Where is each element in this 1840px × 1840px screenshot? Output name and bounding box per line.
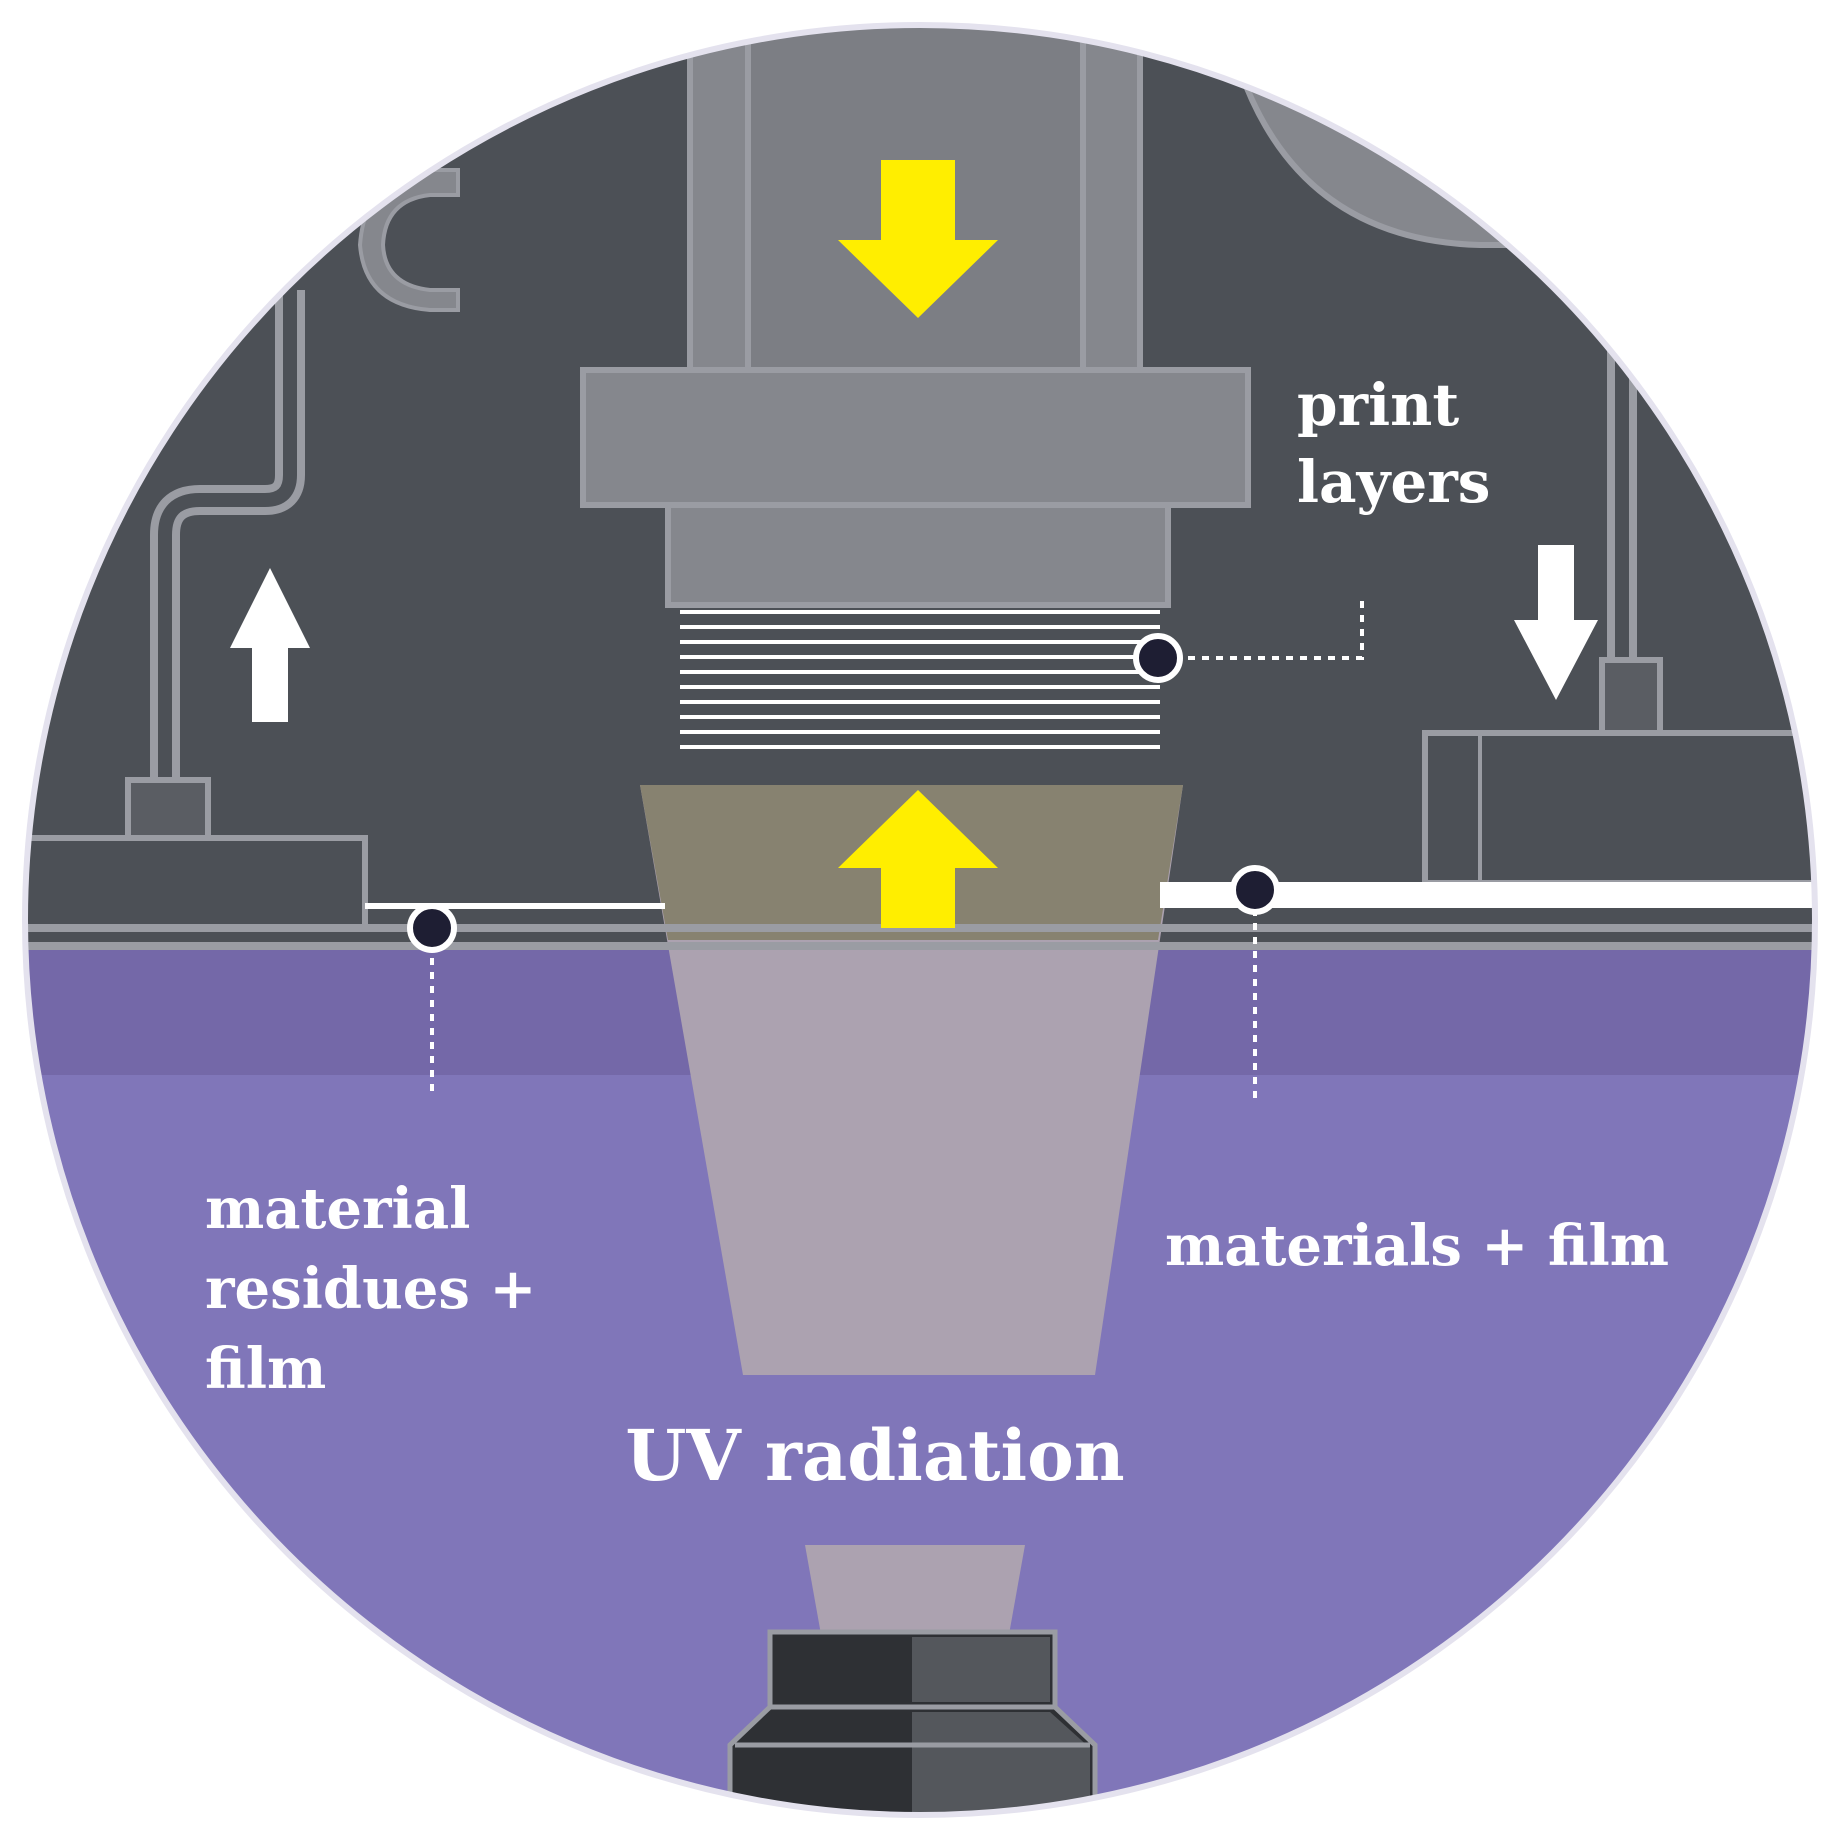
- uv-radiation-label: UV radiation: [625, 1414, 1124, 1497]
- arrow-up-icon: [230, 568, 310, 722]
- arrow-down-icon: [838, 160, 998, 318]
- print-layers-leader: [1160, 595, 1364, 660]
- residues-label-line3: film: [205, 1336, 326, 1402]
- print-layers: [680, 610, 1160, 749]
- arrow-up-icon: [838, 790, 998, 928]
- residues-label-line1: material: [205, 1176, 470, 1242]
- right-supply-housing: [1422, 730, 1815, 886]
- print-layers-label-line1: print: [1297, 371, 1459, 439]
- residues-marker: [407, 903, 457, 953]
- press-flange: [580, 367, 1251, 508]
- print-layers-label-line2: layers: [1297, 448, 1490, 516]
- build-platform: [665, 502, 1171, 608]
- left-take-up-pipe-core: [158, 290, 297, 790]
- projector-ring-top-light: [912, 1637, 1050, 1702]
- projector-body-light: [912, 1712, 1090, 1815]
- projector-lens-cone: [805, 1545, 1025, 1640]
- materials-marker: [1230, 865, 1280, 915]
- left-pipe-connector: [125, 777, 211, 843]
- print-layers-marker: [1133, 633, 1183, 683]
- materials-film-label: materials + film: [1165, 1213, 1669, 1279]
- left-take-up-housing: [25, 835, 368, 931]
- right-pipe-connector: [1599, 657, 1663, 738]
- residues-label-line2: residues +: [205, 1256, 536, 1322]
- diagram-circle-outline: [22, 22, 1818, 1818]
- arrow-down-icon: [1514, 545, 1598, 700]
